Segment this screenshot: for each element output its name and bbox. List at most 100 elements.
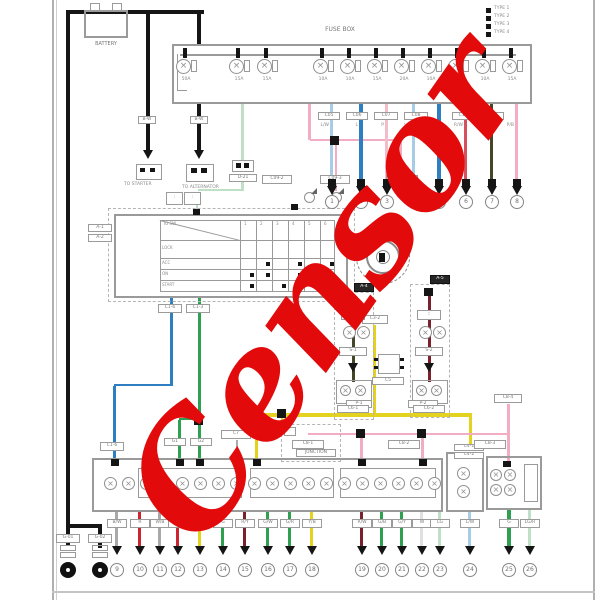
terminal-pin [503,461,511,467]
table-dot [330,284,334,288]
connector-label: D-21 [229,174,257,182]
wire-code: P/B [506,123,514,128]
page-edge-left-2 [56,0,57,600]
connector-pin: × [140,477,153,490]
terminal-pin [233,459,241,466]
component-pin [400,366,404,369]
wire-code: R/W [453,123,463,128]
fuse-box [172,44,532,104]
battery-bus [66,10,204,14]
key-cylinder-icon [366,240,400,274]
wire-code: L/W [460,519,480,528]
wire-code: LG [430,519,450,528]
connector-pin: × [374,477,387,490]
connector-pin: × [431,385,442,396]
connector-pin: × [122,477,135,490]
junction-dot [356,429,365,438]
connector-label: C1-6 [100,442,124,451]
fuse-circle-icon: × [367,59,382,74]
fuse-symbol: ×10A [420,48,442,88]
fuse-pin [509,48,513,58]
arrow-down-icon [356,186,366,195]
fuse-side-box [382,60,388,72]
wire-crimson [464,104,467,181]
wire-maroon [360,512,363,546]
wire-code: G/R [280,519,300,528]
key-cylinder-icon [356,230,410,284]
fuse-symbol: ×10A [312,48,334,88]
component-pin [374,366,378,369]
wire-code: B/Y [481,123,489,128]
wire-code: G/Y [392,519,412,528]
terminal-pin [348,296,357,304]
connector-label: C1-3 [186,304,210,313]
terminal-pin [176,459,184,466]
wire-code: R [130,519,150,528]
inline-connector: :: [341,310,365,320]
bottom-connector-b [486,456,542,510]
wire-pink [400,141,402,175]
table-line [320,220,321,292]
fuse-bus [177,90,187,91]
fuse-side-box [436,60,442,72]
table-col: 4 [292,221,295,226]
wire-code: L/W [320,123,329,128]
component-label: TO STARTER [124,182,152,187]
off-page-connector: 10 [133,563,147,577]
fuse-rating-label: 15A [262,77,272,82]
fuse-pin [482,48,486,58]
wire-green [288,512,291,546]
off-page-connector: 5 [432,195,446,209]
wire-pink [335,145,337,191]
table-line [160,240,335,241]
connector-pin: × [504,484,516,496]
fuse-rating-label: 10A [426,77,436,82]
arrow-down-icon [504,546,514,555]
wire-code: G/W [258,519,278,528]
wire-pale-green [528,510,531,546]
connector-pin: × [457,485,470,498]
terminal-pin [383,179,391,186]
wire-blue [170,298,173,386]
fuse-pin [264,48,268,58]
table-line [272,220,273,292]
wire-green [221,512,224,546]
connector-pin: × [320,477,333,490]
wire-pale-green [196,205,198,210]
arrow-down-icon [348,363,358,372]
wire-yellow [281,417,283,425]
terminal-pin [435,179,443,186]
table-dot [314,273,318,277]
wire-code: R/Y [235,519,255,528]
connector-pin: × [343,326,356,339]
fuse-side-box [490,60,496,72]
off-page-connector: 8 [510,195,524,209]
inline-connector: : [166,192,183,205]
connector-pin: × [158,477,171,490]
table-dot [266,262,270,266]
arrow-down-icon [173,546,183,555]
wire-olive [352,300,355,382]
switch-table [160,220,335,292]
wire-gray [115,512,118,546]
arrow-down-icon [397,546,407,555]
off-page-connector: 18 [305,563,319,577]
off-page-connector: 26 [523,563,537,577]
connector-label: C8-4 [494,394,522,403]
terminal-pin [253,459,261,466]
table-row: ON [162,271,169,276]
legend-item: TYPE 1 [494,6,510,11]
fuse-circle-icon: × [176,59,191,74]
fuse-circle-icon: × [394,59,409,74]
relay-chain [334,292,374,420]
wire-olive [490,104,493,181]
fuse-side-box [328,60,334,72]
battery-label: BATTERY [95,41,117,47]
connector-label: C4-2 [454,452,484,459]
fuse-symbol: ×15A [366,48,388,88]
table-line [304,220,305,292]
wire-code: B-W [190,116,208,124]
fuse-pin [347,48,351,58]
wire-yellow [255,417,258,461]
connector-label: C06 [346,112,368,120]
